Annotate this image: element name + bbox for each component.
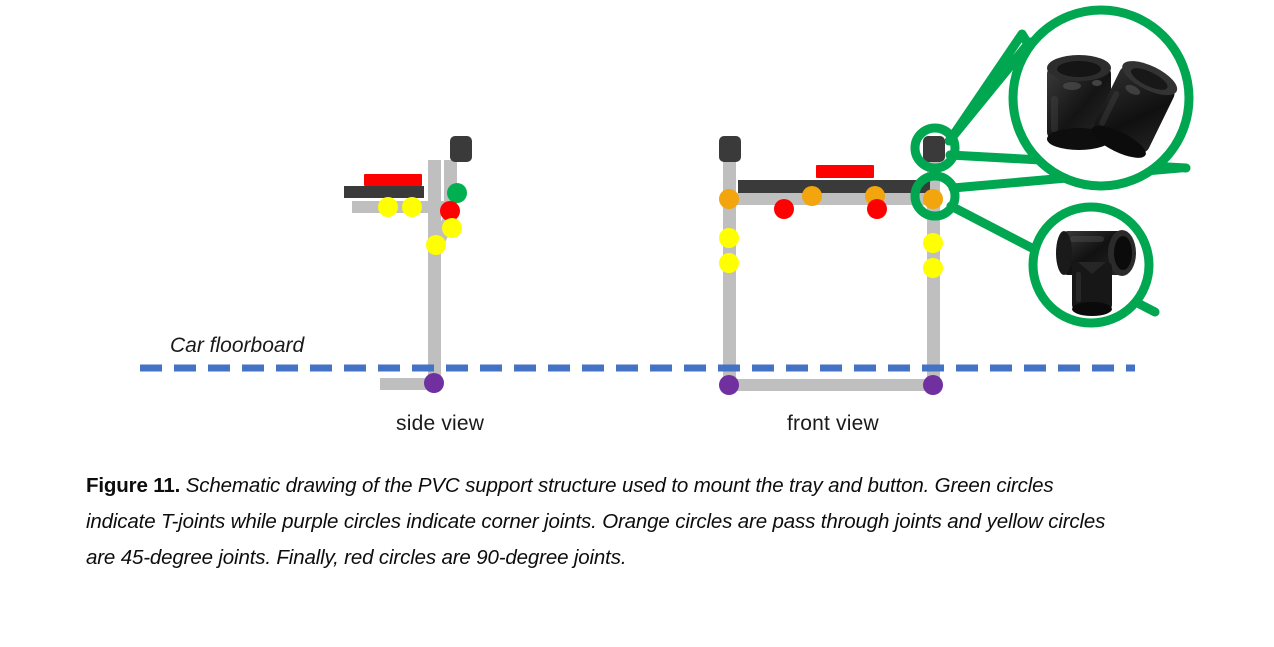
joint-red-90 [440, 201, 460, 221]
callout-ring-t-joint [910, 171, 960, 221]
joint-purple-corner [424, 373, 444, 393]
front-left-end-cap [719, 136, 741, 162]
side-view-label: side view [396, 412, 485, 435]
joint-purple-corner [923, 375, 943, 395]
side-view-assembly [344, 136, 472, 393]
joint-yellow-45 [719, 228, 739, 248]
callout-ring-end-cap [910, 123, 960, 173]
car-floorboard-group: Car floorboard [140, 334, 1135, 372]
front-button [816, 165, 874, 178]
joint-red-90 [774, 199, 794, 219]
joint-orange-passthrough [719, 189, 739, 209]
front-view-label: front view [787, 412, 879, 435]
side-tray-plate [344, 186, 424, 198]
schematic-drawing: Car floorboard [140, 5, 1194, 395]
figure-caption: Figure 11. Schematic drawing of the PVC … [86, 468, 1116, 576]
side-button [364, 174, 422, 186]
callout-marker-rings [910, 123, 960, 221]
front-tray-plate [738, 180, 930, 193]
joint-yellow-45 [923, 258, 943, 278]
joint-yellow-45 [923, 233, 943, 253]
joint-yellow-45 [719, 253, 739, 273]
side-end-cap [450, 136, 472, 162]
side-base-foot [380, 378, 436, 390]
joint-yellow-45 [402, 197, 422, 217]
caption-body: Schematic drawing of the PVC support str… [86, 474, 1106, 569]
joint-yellow-45 [442, 218, 462, 238]
front-right-end-cap [923, 136, 945, 162]
joint-orange-passthrough [802, 186, 822, 206]
joint-orange-passthrough [923, 189, 943, 209]
front-top-crossbar [723, 193, 940, 205]
side-main-post [428, 160, 441, 388]
joint-green-t [447, 183, 467, 203]
joint-purple-corner [719, 375, 739, 395]
front-bottom-crossbar [723, 379, 940, 391]
joint-yellow-45 [378, 197, 398, 217]
joint-red-90 [867, 199, 887, 219]
joint-yellow-45 [426, 235, 446, 255]
pvc-end-caps-photo [1008, 5, 1194, 191]
car-floorboard-label: Car floorboard [170, 334, 306, 357]
caption-lead: Figure 11. [86, 474, 181, 497]
front-left-post [723, 160, 736, 388]
pvc-t-joint-photo [1028, 202, 1154, 328]
side-tray-arm [352, 201, 450, 213]
front-view-assembly [719, 136, 945, 395]
